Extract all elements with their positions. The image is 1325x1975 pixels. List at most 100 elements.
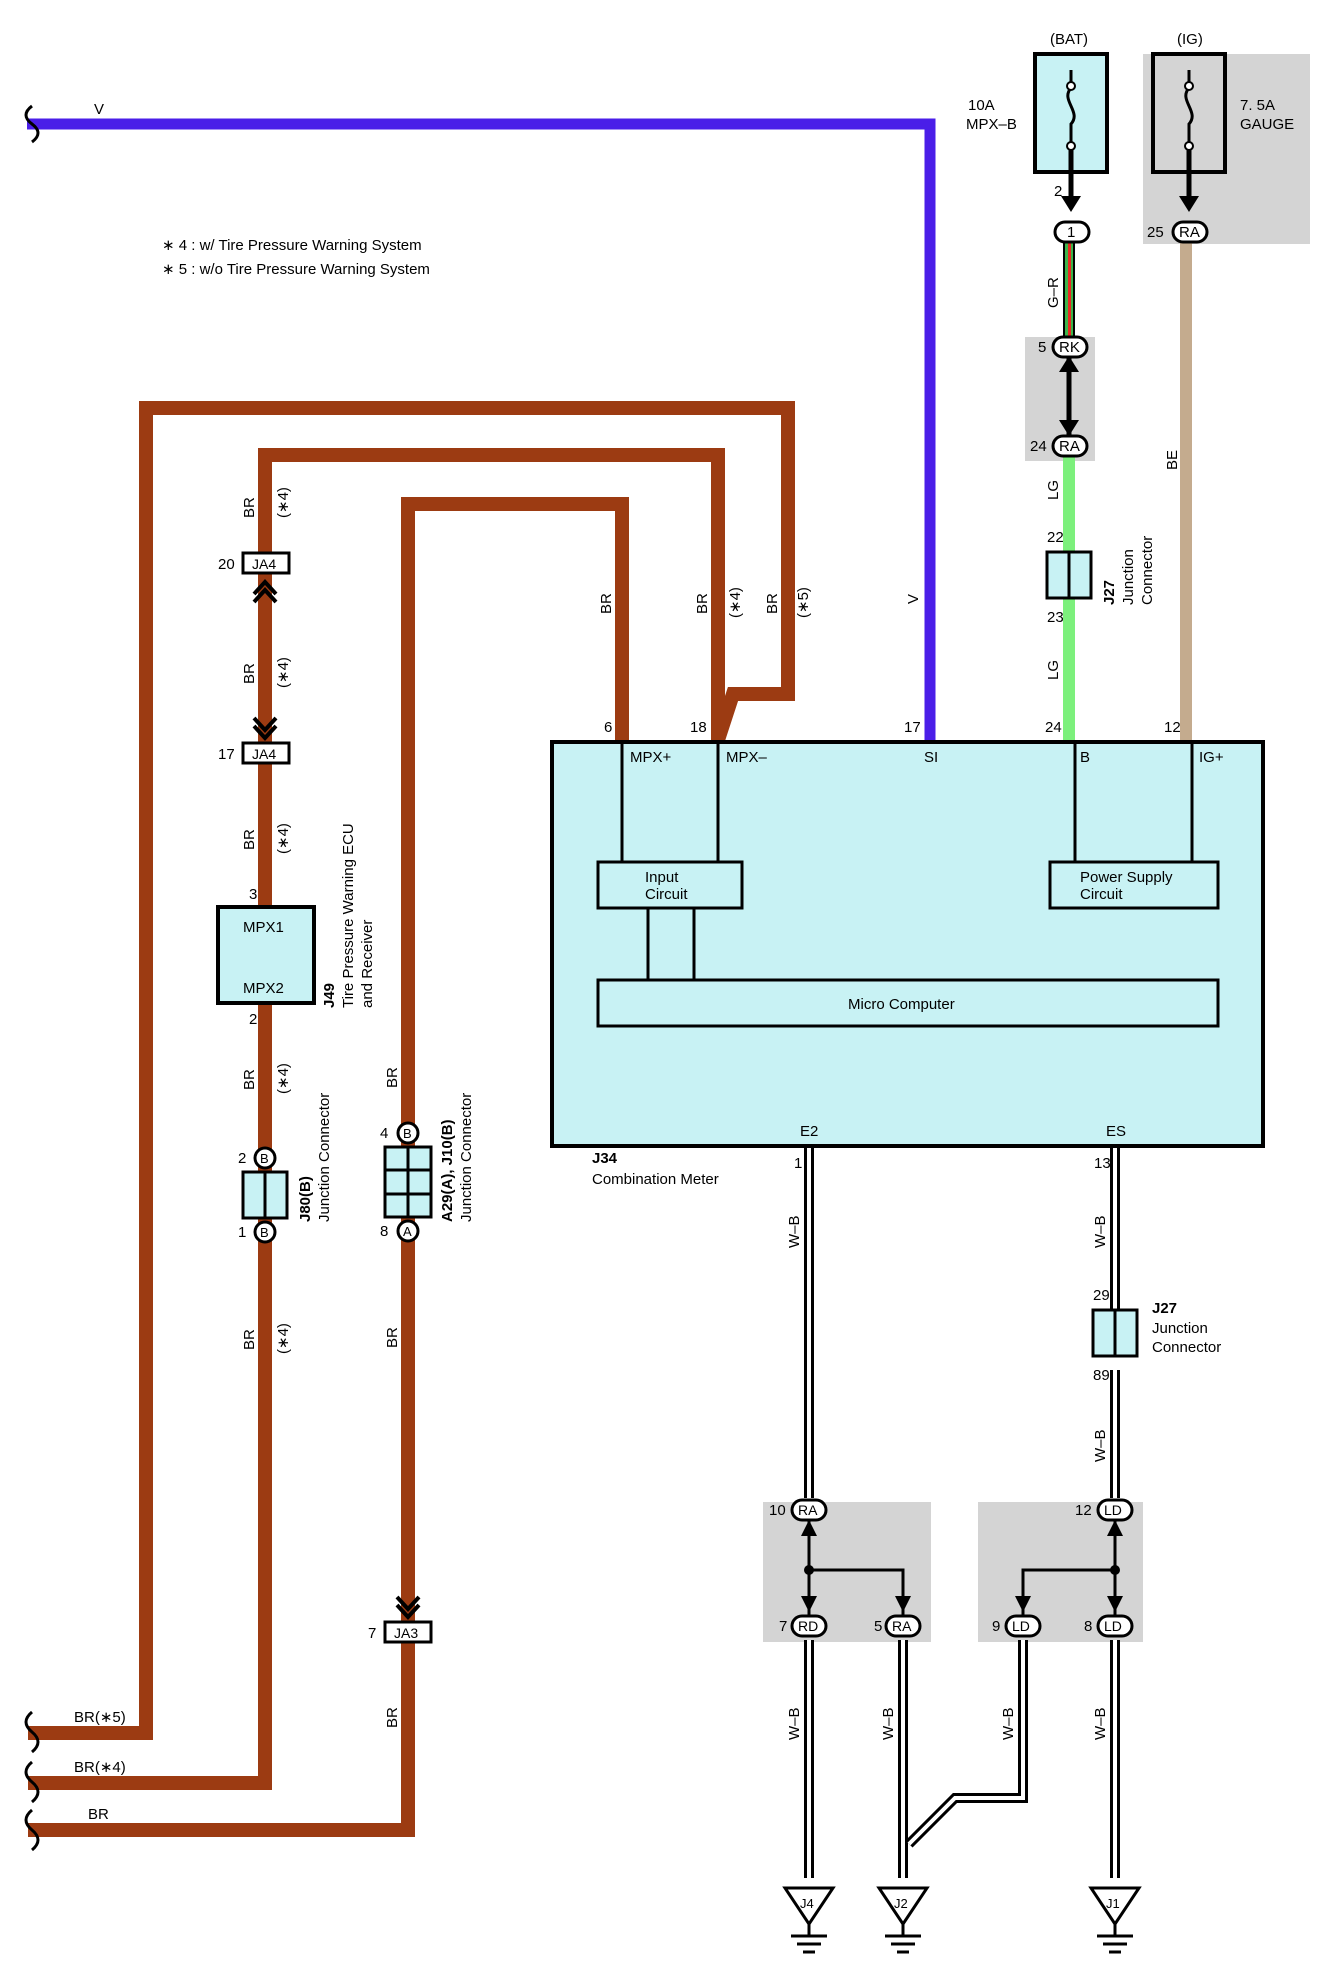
star4-col1-b: (∗4) (275, 657, 292, 688)
a29-name: A29(A), J10(B) (439, 1119, 456, 1222)
pin-name-si: SI (924, 749, 938, 766)
br-label-bottom: BR (88, 1806, 109, 1823)
rk-ra-arrows (1059, 356, 1079, 436)
meter-name: J34 (592, 1150, 618, 1167)
lg-wire-label-1: LG (1045, 480, 1062, 500)
br-label-col2-a: BR (384, 1067, 401, 1088)
wire-break-v (24, 104, 40, 144)
a29-bottom-letter: A (403, 1224, 412, 1239)
pill-ra-top-pin: 24 (1030, 438, 1047, 455)
j49-mpx1: MPX1 (243, 919, 284, 936)
br4-label: BR(∗4) (74, 1759, 126, 1776)
pin-name-e2: E2 (800, 1123, 818, 1140)
ground-j2-label: J2 (894, 1896, 908, 1911)
be-wire-label: BE (1164, 450, 1181, 470)
power-supply-box (1048, 860, 1220, 910)
star4-col1-d: (∗4) (275, 1063, 292, 1094)
pill-rd-label: RD (798, 1618, 818, 1634)
pin-name-es: ES (1106, 1123, 1126, 1140)
pin-num-es: 13 (1094, 1155, 1111, 1172)
a29-top-letter: B (403, 1126, 412, 1141)
j80-pin-top: 2 (238, 1150, 246, 1167)
wire-label-v-top: V (94, 101, 104, 118)
pin-num-ig: 12 (1164, 719, 1181, 736)
j80-desc: Junction Connector (316, 1093, 333, 1222)
wb-label-es-mid: W–B (1092, 1429, 1109, 1462)
ground-j4-label: J4 (800, 1896, 814, 1911)
pill-1-label: 1 (1067, 224, 1075, 241)
j27-bottom-pin-in: 29 (1093, 1287, 1110, 1304)
j27-top-pin-in: 22 (1047, 529, 1064, 546)
pin-num-mpx-minus: 18 (690, 719, 707, 736)
star5-label: (∗5) (795, 587, 812, 618)
micro-computer-label: Micro Computer (848, 996, 955, 1013)
br-label-col1-d: BR (241, 1069, 258, 1090)
pin-name-ig: IG+ (1199, 749, 1224, 766)
j27-top-desc1: Junction (1120, 549, 1137, 605)
gr-wire-label: G–R (1045, 277, 1062, 308)
splice-arrows (801, 1520, 1123, 1612)
j80-pin-bottom: 1 (238, 1224, 246, 1241)
j49-pin-top: 3 (249, 886, 257, 903)
a29-pin-top: 4 (380, 1125, 388, 1142)
pill-ra-low-pin: 10 (769, 1502, 786, 1519)
pill-rk-pin: 5 (1038, 339, 1046, 356)
wb-label-j2: W–B (880, 1707, 897, 1740)
j27-top-name: J27 (1101, 580, 1118, 605)
a29-pin-bottom: 8 (380, 1223, 388, 1240)
input-circuit-line2: Circuit (645, 886, 688, 903)
j80-connector (241, 1146, 289, 1244)
ja4-bot-label: JA4 (252, 746, 276, 762)
bat-supply-label: (BAT) (1050, 31, 1088, 48)
j49-desc2: and Receiver (359, 920, 376, 1008)
input-circuit-box (596, 860, 744, 910)
ja3-pin: 7 (368, 1625, 376, 1642)
note-star4: ∗ 4 : w/ Tire Pressure Warning System (162, 237, 422, 254)
lg-wire-label-2: LG (1045, 660, 1062, 680)
wire-wb (807, 1140, 1117, 1878)
br-label-mpx-minus: BR (694, 593, 711, 614)
br-label-col1-c: BR (241, 829, 258, 850)
power-supply-line2: Circuit (1080, 886, 1123, 903)
note-star5: ∗ 5 : w/o Tire Pressure Warning System (162, 261, 430, 278)
star4-col1-a: (∗4) (275, 487, 292, 518)
ja3-label: JA3 (394, 1625, 418, 1641)
j27-top-pin-out: 23 (1047, 609, 1064, 626)
wire-br-group (28, 401, 795, 1837)
pill-ra-low-label: RA (798, 1502, 818, 1518)
pill-ld-left-pin: 9 (992, 1618, 1000, 1635)
br5-label: BR(∗5) (74, 1709, 126, 1726)
combination-meter-box (550, 740, 1265, 1148)
pill-ld-left-label: LD (1012, 1618, 1030, 1634)
pill-ra-b-pin: 5 (874, 1618, 882, 1635)
wire-br-main (28, 497, 629, 1837)
j80-name: J80(B) (297, 1176, 314, 1222)
grounds (782, 1886, 1142, 1927)
pin-num-b: 24 (1045, 719, 1062, 736)
wb-label-es-top: W–B (1092, 1215, 1109, 1248)
v-wire-label-vert: V (905, 594, 922, 604)
pill-ra-ig-label: RA (1179, 224, 1200, 241)
a29-connector (383, 1121, 433, 1243)
star4-col1-e: (∗4) (275, 1323, 292, 1354)
br-label-star5: BR (764, 593, 781, 614)
meter-desc: Combination Meter (592, 1171, 719, 1188)
pill-ld-right-label: LD (1104, 1618, 1122, 1634)
wire-br-star5 (28, 401, 795, 1740)
input-circuit-line1: Input (645, 869, 679, 886)
j27-bottom-desc2: Connector (1152, 1339, 1221, 1356)
pill-ra-b-label: RA (892, 1618, 912, 1634)
wire-gr (1063, 240, 1075, 347)
mpx-b-pin: 2 (1054, 183, 1062, 200)
br-label-mpx-plus: BR (598, 593, 615, 614)
micro-computer-box (596, 978, 1220, 1028)
a29-desc: Junction Connector (458, 1093, 475, 1222)
ja-chevrons (252, 579, 421, 1620)
pill-ld-top-pin: 12 (1075, 1502, 1092, 1519)
br-label-col1-b: BR (241, 663, 258, 684)
gauge-rating: 7. 5A (1240, 97, 1275, 114)
j80-bottom-letter: B (260, 1225, 269, 1240)
br-label-col1-a: BR (241, 497, 258, 518)
j49-mpx2: MPX2 (243, 980, 284, 997)
